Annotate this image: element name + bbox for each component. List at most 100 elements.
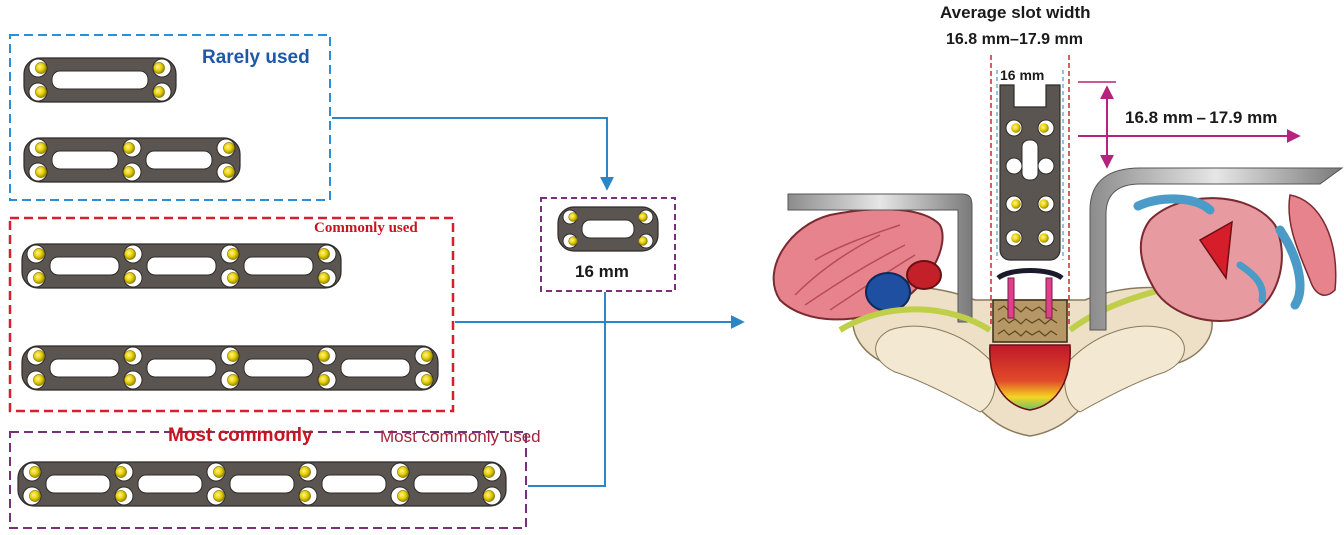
average-slot-width-title: Average slot width <box>940 3 1091 22</box>
screw-head <box>115 490 127 502</box>
plate-window <box>137 474 203 494</box>
vertical-plate-window <box>1021 139 1039 181</box>
screw-right <box>1045 277 1053 319</box>
screw-head <box>227 374 239 386</box>
spinal-cord <box>989 344 1071 411</box>
plate-window <box>51 70 149 90</box>
slot-plate-width-label: 16 mm <box>1000 67 1045 83</box>
screw-head <box>638 212 648 222</box>
screw-head <box>318 350 330 362</box>
screw-head <box>318 374 330 386</box>
screw-head <box>153 86 165 98</box>
plate-4-hole-commonly <box>21 243 342 289</box>
selected-plate-width-label: 16 mm <box>575 262 629 281</box>
screw-head <box>29 466 41 478</box>
plate-window <box>321 474 387 494</box>
vertical-plate-screw <box>1011 199 1021 209</box>
screw-head <box>318 272 330 284</box>
selected-plate-box <box>540 197 676 292</box>
plate-window <box>146 256 217 276</box>
screw-head <box>299 490 311 502</box>
plate-window <box>413 474 479 494</box>
screw-head <box>124 374 136 386</box>
screw-head <box>397 466 409 478</box>
screw-head <box>123 142 135 154</box>
rarely-used-label: Rarely used <box>202 47 310 68</box>
right-blue-tube-2 <box>1275 225 1305 310</box>
screw-head <box>33 248 45 260</box>
right-organ-inner <box>1198 220 1233 281</box>
vertebra-lamina-right <box>1064 325 1185 413</box>
screw-head <box>33 350 45 362</box>
screw-head <box>124 272 136 284</box>
plate-body <box>23 137 241 183</box>
plate-window <box>340 358 411 378</box>
plate-window <box>51 150 119 170</box>
left-artery <box>906 260 942 290</box>
plate-set <box>17 57 659 507</box>
vertical-plate-screw <box>1039 199 1049 209</box>
right-organ <box>1139 197 1283 322</box>
vertebra-lamina-left <box>875 325 996 413</box>
most-commonly-used-label: Most commonly used <box>380 427 541 446</box>
connector-most-to-line <box>528 292 606 487</box>
screw-head <box>568 212 578 222</box>
screw-head <box>123 166 135 178</box>
commonly-used-label: Commonly used <box>314 220 418 236</box>
plate-window <box>146 358 217 378</box>
plate-window <box>145 150 213 170</box>
screw-head <box>483 466 495 478</box>
commonly-used-box <box>8 216 455 413</box>
screw-head <box>227 350 239 362</box>
vertical-plate-screw <box>1011 123 1021 133</box>
screw-head <box>568 236 578 246</box>
screw-head <box>33 374 45 386</box>
screw-head <box>124 248 136 260</box>
most-commonly-label: Most commonly <box>168 425 313 446</box>
screw-head <box>35 86 47 98</box>
screw-head <box>483 490 495 502</box>
screw-head <box>223 142 235 154</box>
left-retractor-blade <box>787 193 973 323</box>
average-slot-width-range: 16.8 mm–17.9 mm <box>946 31 1083 48</box>
plate-window <box>243 256 314 276</box>
vertical-plate-screw <box>1039 123 1049 133</box>
far-right-muscle <box>1288 194 1337 296</box>
screw-head <box>29 490 41 502</box>
plate-window <box>49 256 120 276</box>
plate-window <box>243 358 314 378</box>
left-muscle-texture <box>794 224 916 311</box>
screw-head <box>33 272 45 284</box>
screw-head <box>124 350 136 362</box>
connector-rarely-to-selected <box>332 117 614 191</box>
plate-6-hole-most-commonly <box>17 461 507 507</box>
vertical-plate-screw <box>1011 233 1021 243</box>
plate-2-hole-rarely <box>23 57 177 103</box>
plate-selected-16mm <box>557 206 659 252</box>
slot-range-side-label: 16.8 mm – 17.9 mm <box>1125 108 1278 127</box>
cervical-anatomy-illustration <box>772 167 1344 437</box>
plate-window <box>45 474 111 494</box>
screw-head <box>397 490 409 502</box>
plate-3-hole-rarely <box>23 137 241 183</box>
screw-head <box>213 466 225 478</box>
screw-head <box>227 248 239 260</box>
screw-head <box>638 236 648 246</box>
screw-head <box>227 272 239 284</box>
vertical-plate-screw <box>1039 233 1049 243</box>
right-blue-tube-1 <box>1133 194 1215 215</box>
left-nerve-root <box>838 306 992 333</box>
rarely-used-box <box>9 34 331 201</box>
screw-head <box>115 466 127 478</box>
screw-head <box>153 62 165 74</box>
screw-head <box>421 350 433 362</box>
screw-head <box>35 142 47 154</box>
vertical-plate-in-slot <box>999 84 1061 261</box>
plate-window <box>229 474 295 494</box>
left-vein <box>865 272 911 312</box>
vertical-plate-hole <box>1037 157 1055 175</box>
screw-head <box>213 490 225 502</box>
screw-left <box>1007 277 1015 319</box>
screw-head <box>35 62 47 74</box>
